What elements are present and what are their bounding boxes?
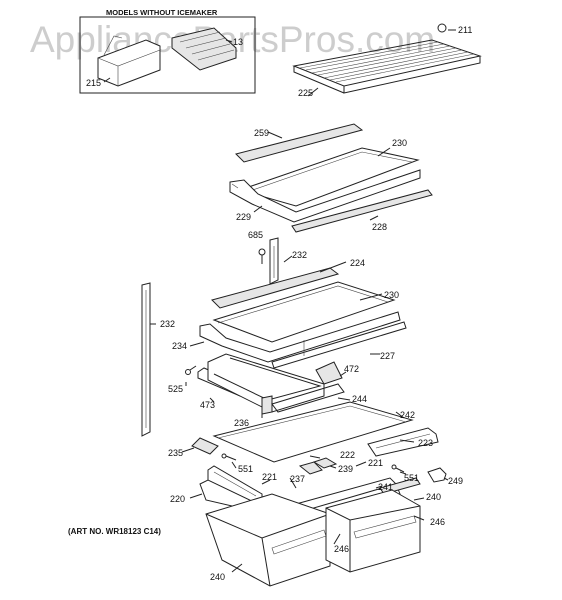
- callout-473: 473: [200, 400, 215, 410]
- part-249-roller: [427, 467, 447, 483]
- callout-224: 224: [350, 258, 365, 268]
- callout-235: 235: [168, 448, 183, 458]
- part-229-frame: [229, 169, 421, 223]
- callout-labels: 215 13 211 225 259 230 229 228 685 232 2…: [86, 25, 472, 582]
- callout-472: 472: [344, 364, 359, 374]
- callout-211: 211: [458, 25, 472, 35]
- callout-551-right: 551: [404, 473, 419, 483]
- part-222-clip: [312, 457, 338, 469]
- callout-246-right: 246: [430, 517, 445, 527]
- part-246-drawer-right: [325, 489, 421, 573]
- part-234-frame: [199, 311, 407, 369]
- callout-551-left: 551: [238, 464, 253, 474]
- part-232-vertical-bracket: [141, 282, 151, 437]
- callout-249: 249: [448, 476, 463, 486]
- part-213-tray: [171, 27, 237, 71]
- callout-227: 227: [380, 351, 395, 361]
- callout-240-left: 240: [210, 572, 225, 582]
- callout-232-vertical: 232: [160, 319, 175, 329]
- callout-237: 237: [290, 474, 305, 484]
- part-259-trim: [235, 123, 364, 163]
- part-228-rail: [291, 189, 433, 233]
- callout-240-right: 240: [426, 492, 441, 502]
- callout-239: 239: [338, 464, 353, 474]
- callout-232-small: 232: [292, 250, 307, 260]
- callout-230-top: 230: [392, 138, 407, 148]
- part-239-clip: [298, 461, 323, 475]
- inset-box: MODELS WITHOUT ICEMAKER: [79, 8, 256, 94]
- callout-241: 241: [378, 482, 393, 492]
- callout-259: 259: [254, 128, 269, 138]
- part-230-glass-top: [238, 147, 420, 207]
- part-551-screw-left: [221, 453, 237, 461]
- part-232-bracket-small: [269, 237, 279, 285]
- part-685-screw: [258, 248, 266, 264]
- part-235-support: [191, 437, 219, 455]
- callout-236: 236: [234, 418, 249, 428]
- callout-685: 685: [248, 230, 263, 240]
- callout-229: 229: [236, 212, 251, 222]
- callout-221-right: 221: [368, 458, 383, 468]
- callout-246-center: 246: [334, 544, 349, 554]
- callout-234: 234: [172, 341, 187, 351]
- part-224-trim: [211, 267, 340, 309]
- callout-222: 222: [340, 450, 355, 460]
- leader-lines: [103, 29, 456, 573]
- part-215-bin: [97, 35, 161, 87]
- callout-525: 525: [168, 384, 183, 394]
- callout-213: 13: [233, 37, 243, 47]
- art-number: (ART NO. WR18123 C14): [68, 527, 161, 536]
- callout-244: 244: [352, 394, 367, 404]
- part-225-wire-shelf: [292, 23, 482, 94]
- part-241-rail: [379, 477, 421, 495]
- part-240-drawer-left: [205, 493, 331, 587]
- inset-title: MODELS WITHOUT ICEMAKER: [106, 8, 218, 17]
- callout-220: 220: [170, 494, 185, 504]
- part-472-slide: [315, 361, 343, 385]
- callout-225: 225: [298, 88, 313, 98]
- part-551-screw-right: [391, 464, 405, 473]
- callout-221-left: 221: [262, 472, 277, 482]
- callout-242: 242: [400, 410, 415, 420]
- callout-215: 215: [86, 78, 101, 88]
- part-525-screw: [185, 365, 197, 375]
- callout-228: 228: [372, 222, 387, 232]
- callout-223: 223: [418, 438, 433, 448]
- callout-230-mid: 230: [384, 290, 399, 300]
- part-242-glass-lower: [212, 401, 414, 463]
- part-236-pan: [207, 353, 345, 415]
- part-223-support: [367, 427, 439, 457]
